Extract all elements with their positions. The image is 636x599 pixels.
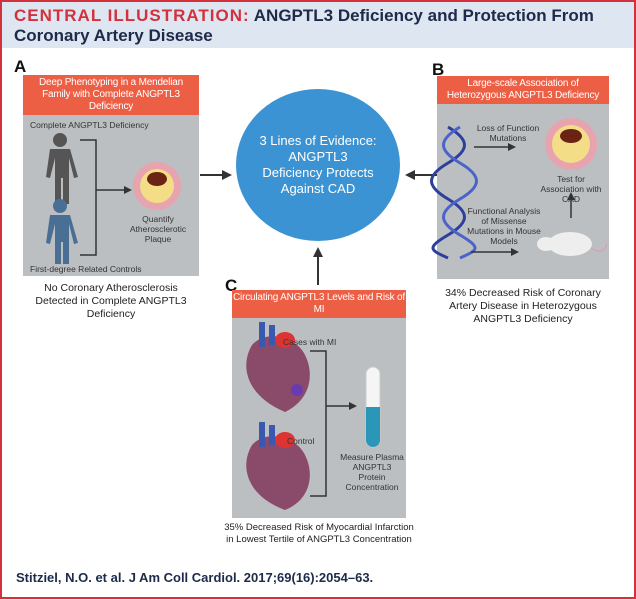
test-tube-icon — [365, 366, 381, 448]
citation: Stitziel, N.O. et al. J Am Coll Cardiol.… — [16, 570, 374, 585]
header-lead: CENTRAL ILLUSTRATION: — [14, 6, 250, 25]
arrow-a-icon — [222, 170, 232, 180]
panel-c-title: Circulating ANGPTL3 Levels and Risk of M… — [232, 290, 406, 318]
central-text: 3 Lines of Evidence: ANGPTL3 Deficiency … — [259, 133, 377, 196]
panel-b-label: B — [432, 60, 445, 79]
person-control-icon — [46, 199, 78, 264]
group-control-label: First-degree Related Controls — [30, 264, 142, 274]
header-title: ANGPTL3 Deficiency and Protection From C… — [14, 6, 594, 45]
dna-helix-icon — [430, 125, 478, 260]
control-label: Control — [287, 436, 315, 446]
functional-label: Functional Analysis of Missense Mutation… — [467, 206, 541, 246]
heart-mi-icon — [246, 322, 310, 412]
panel-c-caption: 35% Decreased Risk of Myocardial Infarct… — [224, 522, 414, 545]
arrow-b-icon — [405, 170, 415, 180]
plaque-cross-section-icon — [133, 162, 181, 210]
panel-a-label: A — [14, 57, 27, 76]
panel-b-caption: 34% Decreased Risk of Coronary Artery Di… — [445, 287, 601, 325]
cases-label: Cases with MI — [283, 337, 337, 347]
central-evidence-circle: 3 Lines of Evidence: ANGPTL3 Deficiency … — [236, 89, 400, 241]
heart-control-icon — [246, 422, 310, 510]
panel-b-title: Large-scale Association of Heterozygous … — [437, 76, 609, 104]
measure-label: Measure Plasma ANGPTL3 Protein Concentra… — [340, 452, 404, 492]
test-label: Test for Association with CAD — [540, 174, 602, 204]
lof-label: Loss of Function Mutations — [476, 123, 540, 143]
figure-header: CENTRAL ILLUSTRATION: ANGPTL3 Deficiency… — [2, 2, 634, 48]
person-deficient-icon — [46, 133, 78, 204]
arrow-c-icon — [313, 247, 323, 257]
mouse-icon — [537, 232, 608, 256]
group-deficient-label: Complete ANGPTL3 Deficiency — [30, 120, 149, 130]
plaque-label: Quantify Atherosclerotic Plaque — [129, 214, 187, 244]
plaque-cross-section-icon — [545, 118, 597, 170]
panel-a-caption: No Coronary Atherosclerosis Detected in … — [35, 282, 187, 320]
panel-a-title: Deep Phenotyping in a Mendelian Family w… — [23, 75, 199, 115]
